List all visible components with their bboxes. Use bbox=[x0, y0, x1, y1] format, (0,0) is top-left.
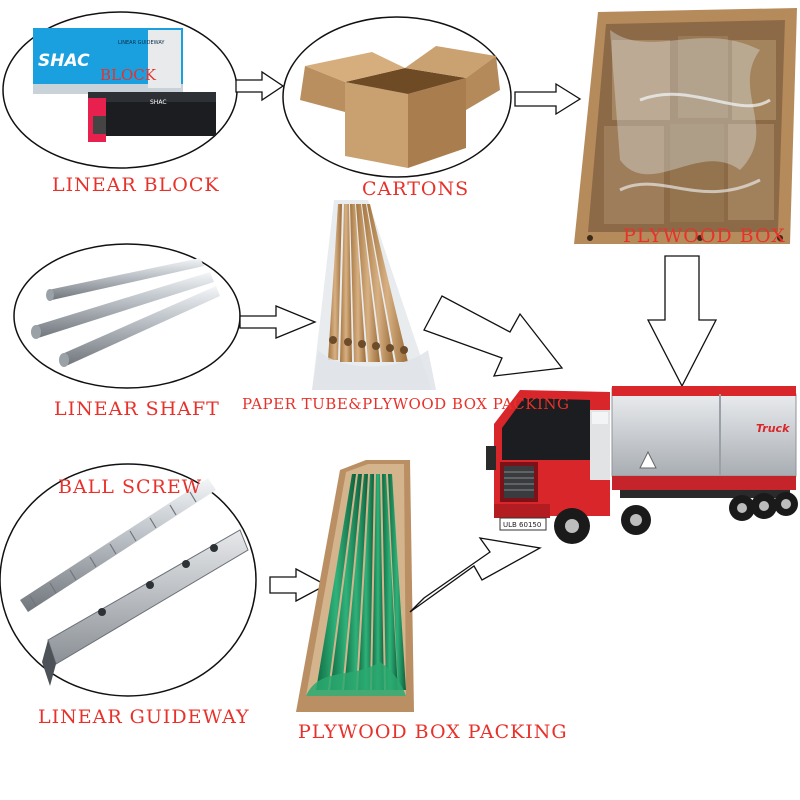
truck-image: Truck ULB 60150 bbox=[486, 386, 798, 544]
arrow-packing-to-truck bbox=[409, 537, 542, 613]
linear-block-product-image: SHAC LINEAR GUIDEWAY BLOCK SHAC bbox=[33, 28, 216, 142]
arrow-plywood-to-truck bbox=[646, 255, 718, 388]
linear-shaft-group bbox=[13, 243, 241, 389]
arrow-guideway-to-packing bbox=[269, 567, 328, 603]
svg-text:SHAC: SHAC bbox=[150, 99, 167, 106]
truck-wheels bbox=[554, 492, 798, 544]
block-word-overlay: BLOCK bbox=[100, 66, 157, 84]
linear-block-group: SHAC LINEAR GUIDEWAY BLOCK SHAC bbox=[2, 11, 238, 169]
label-paper-tube-packing: PAPER TUBE&PLYWOOD BOX PACKING bbox=[242, 395, 570, 413]
plywood-box-photo bbox=[574, 8, 797, 244]
guideway-circle bbox=[0, 463, 257, 697]
arrow-tubes-to-truck bbox=[423, 295, 564, 377]
label-cartons: CARTONS bbox=[362, 178, 470, 200]
truck-logo-text: Truck bbox=[756, 422, 790, 435]
truck-plate-text: ULB 60150 bbox=[503, 521, 541, 529]
carton-box-image bbox=[300, 46, 500, 168]
cartons-group bbox=[282, 16, 512, 178]
label-linear-guideway: LINEAR GUIDEWAY bbox=[38, 706, 250, 728]
guideway-group bbox=[0, 463, 257, 697]
green-rail-packing-photo bbox=[296, 460, 414, 712]
label-ball-screw: BALL SCREW bbox=[58, 476, 203, 498]
label-plywood-box-packing: PLYWOOD BOX PACKING bbox=[298, 721, 568, 743]
ball-screw-image bbox=[20, 478, 216, 612]
arrow-block-to-cartons bbox=[235, 70, 285, 102]
linear-shaft-circle bbox=[13, 243, 241, 389]
paper-tube-photo bbox=[312, 200, 436, 390]
label-plywood-box: PLYWOOD BOX bbox=[623, 225, 786, 247]
block-brand-text: SHAC bbox=[38, 51, 90, 71]
shaft-rods-image bbox=[31, 258, 220, 367]
label-linear-shaft: LINEAR SHAFT bbox=[54, 398, 220, 420]
block-model-text: LINEAR GUIDEWAY bbox=[118, 40, 165, 46]
label-linear-block: LINEAR BLOCK bbox=[52, 174, 220, 196]
guide-rail-image bbox=[42, 529, 249, 686]
arrow-cartons-to-plywood bbox=[514, 82, 582, 116]
arrow-shaft-to-tubes bbox=[239, 305, 317, 339]
